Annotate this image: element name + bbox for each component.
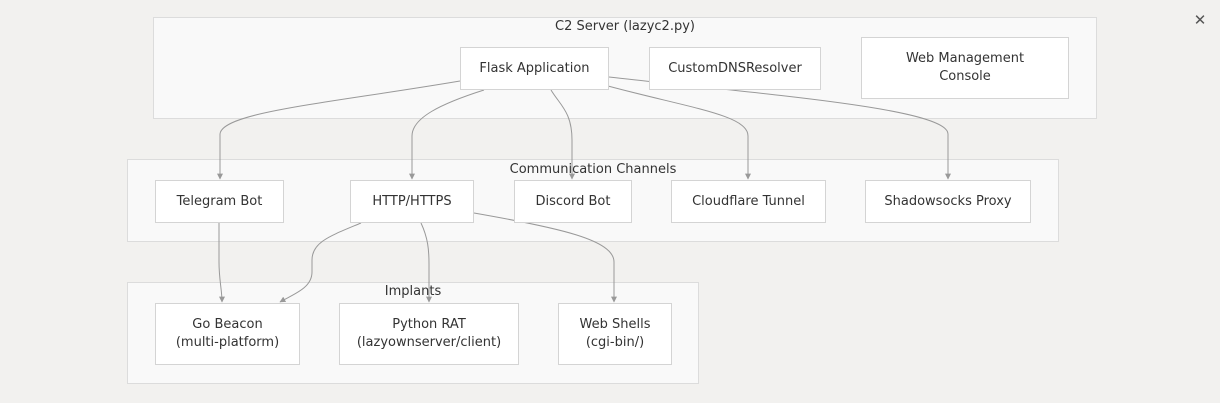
node-cloudflare-tunnel[interactable]: Cloudflare Tunnel bbox=[671, 180, 826, 223]
node-telegram-bot[interactable]: Telegram Bot bbox=[155, 180, 284, 223]
node-web-shells[interactable]: Web Shells (cgi-bin/) bbox=[558, 303, 672, 365]
close-icon[interactable]: ✕ bbox=[1193, 11, 1207, 29]
edge-flask-discord bbox=[550, 89, 575, 180]
edge-http-gobeacon bbox=[279, 222, 362, 303]
edge-flask-http bbox=[409, 89, 485, 180]
edge-http-pythonrat bbox=[420, 222, 432, 303]
cluster-title-implants: Implants bbox=[384, 284, 442, 299]
edge-flask-telegram bbox=[217, 80, 461, 180]
node-web-management-console[interactable]: Web Management Console bbox=[861, 37, 1069, 99]
node-discord-bot[interactable]: Discord Bot bbox=[514, 180, 632, 223]
cluster-title-channels: Communication Channels bbox=[509, 162, 677, 177]
node-python-rat[interactable]: Python RAT (lazyownserver/client) bbox=[339, 303, 519, 365]
edge-flask-cloudflare bbox=[607, 85, 751, 180]
node-shadowsocks-proxy[interactable]: Shadowsocks Proxy bbox=[865, 180, 1031, 223]
node-http-https[interactable]: HTTP/HTTPS bbox=[350, 180, 474, 223]
cluster-title-c2-server: C2 Server (lazyc2.py) bbox=[555, 19, 695, 34]
node-custom-dns-resolver[interactable]: CustomDNSResolver bbox=[649, 47, 821, 90]
edge-http-webshells bbox=[473, 212, 617, 303]
node-flask-application[interactable]: Flask Application bbox=[460, 47, 609, 90]
edge-telegram-gobeacon bbox=[218, 223, 225, 303]
node-go-beacon[interactable]: Go Beacon (multi-platform) bbox=[155, 303, 300, 365]
